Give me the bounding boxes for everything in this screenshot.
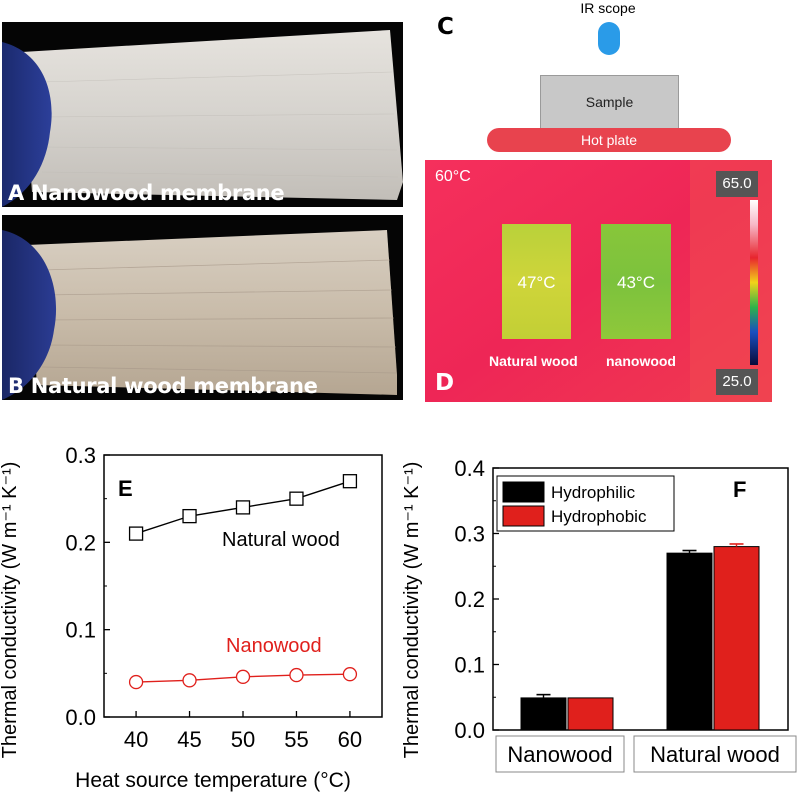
hot-plate: Hot plate bbox=[487, 128, 731, 152]
chart-e-xlabel: Heat source temperature (°C) bbox=[75, 769, 351, 792]
ir-scope-icon bbox=[598, 22, 620, 55]
chart-e-y-tick-label: 0.1 bbox=[65, 618, 96, 643]
nanowood-strip-image bbox=[2, 30, 403, 207]
hot-plate-label: Hot plate bbox=[580, 132, 638, 148]
chart-e-x-tick-label: 60 bbox=[338, 727, 362, 752]
chart-e-point-natural-wood bbox=[128, 526, 144, 541]
chart-e-point-nanowood bbox=[342, 667, 358, 682]
chart-f-legend-label: Hydrophilic bbox=[551, 483, 636, 502]
chart-e-ylabel: Thermal conductivity (W m⁻¹ K⁻¹) bbox=[0, 462, 21, 759]
left-sample-name: Natural wood bbox=[489, 353, 578, 369]
sample-label: Sample bbox=[585, 94, 634, 110]
chart-e-x-tick-label: 40 bbox=[124, 727, 148, 752]
chart-e-point-nanowood bbox=[235, 669, 251, 684]
scale-min-label: 25.0 bbox=[722, 373, 752, 390]
chart-f-bar-hydrophobic bbox=[713, 546, 760, 731]
chart-e-y-tick-label: 0.0 bbox=[65, 705, 96, 730]
thermal-image: 60°C 65.0 25.0 47°C 43°C Natural wood na… bbox=[425, 160, 772, 402]
chart-f-category-label: Natural wood bbox=[650, 742, 780, 767]
chart-e-point-nanowood bbox=[289, 667, 304, 683]
right-sample-name: nanowood bbox=[606, 353, 676, 369]
thermal-image-graphic bbox=[425, 160, 772, 402]
chart-e-x-tick-label: 45 bbox=[177, 727, 201, 752]
chart-f-category-box bbox=[633, 735, 797, 773]
natural-wood-membrane-photo: B Natural wood membrane bbox=[2, 215, 403, 400]
chart-e-panel-letter: E bbox=[118, 476, 133, 501]
chart-f-y-tick-label: 0.3 bbox=[454, 522, 485, 547]
chart-f-y-tick-label: 0.1 bbox=[454, 653, 485, 678]
right-sample-temp: 43°C bbox=[617, 273, 655, 292]
chart-e-point-nanowood bbox=[182, 673, 197, 688]
chart-e-point-nanowood bbox=[128, 674, 144, 690]
chart-e-series-label-nanowood: Nanowood bbox=[226, 635, 322, 657]
chart-e-point-natural-wood bbox=[235, 500, 251, 515]
natural-wood-strip-image bbox=[2, 230, 398, 400]
chart-f-y-tick-label: 0.2 bbox=[454, 587, 485, 612]
chart-f-legend-label: Hydrophobic bbox=[551, 507, 647, 526]
panel-a-label: A Nanowood membrane bbox=[8, 181, 285, 205]
chart-f-legend-swatch bbox=[502, 481, 545, 503]
chart-e: Thermal conductivity (W m⁻¹ K⁻¹) Heat so… bbox=[0, 443, 383, 792]
chart-f-bar-hydrophobic bbox=[567, 697, 614, 731]
chart-e-series-label-natural: Natural wood bbox=[222, 529, 340, 551]
scale-max-label: 65.0 bbox=[722, 175, 752, 192]
chart-f-legend-swatch bbox=[502, 505, 545, 527]
chart-f-ylabel: Thermal conductivity (W m⁻¹ K⁻¹) bbox=[401, 462, 423, 759]
panel-d-letter: D bbox=[435, 370, 455, 396]
chart-f: Thermal conductivity (W m⁻¹ K⁻¹) F 0.0 0.… bbox=[401, 456, 797, 773]
chart-f-category-label: Nanowood bbox=[507, 742, 612, 767]
chart-e-point-natural-wood bbox=[289, 491, 304, 506]
chart-f-category-box bbox=[495, 735, 625, 773]
chart-e-point-natural-wood bbox=[342, 474, 358, 489]
panel-b-label: B Natural wood membrane bbox=[8, 374, 318, 398]
chart-e-point-natural-wood bbox=[182, 508, 197, 524]
nanowood-membrane-photo: A Nanowood membrane bbox=[2, 22, 403, 207]
chart-e-y-tick-label: 0.3 bbox=[65, 443, 96, 468]
chart-f-y-tick-label: 0.0 bbox=[454, 718, 485, 743]
panel-c-letter: C bbox=[437, 14, 454, 40]
chart-f-y-tick-label: 0.4 bbox=[454, 456, 485, 481]
chart-e-y-tick-label: 0.2 bbox=[65, 530, 96, 555]
chart-f-bar-hydrophilic bbox=[666, 552, 713, 731]
ir-scope-label: IR scope bbox=[580, 0, 636, 16]
ambient-temp-label: 60°C bbox=[435, 168, 471, 185]
chart-f-panel-letter: F bbox=[733, 477, 746, 502]
chart-f-bar-hydrophilic bbox=[520, 697, 567, 731]
chart-e-x-tick-label: 50 bbox=[231, 727, 255, 752]
chart-e-x-tick-label: 55 bbox=[284, 727, 308, 752]
left-sample-temp: 47°C bbox=[517, 273, 556, 292]
sample-block: Sample bbox=[540, 75, 679, 129]
